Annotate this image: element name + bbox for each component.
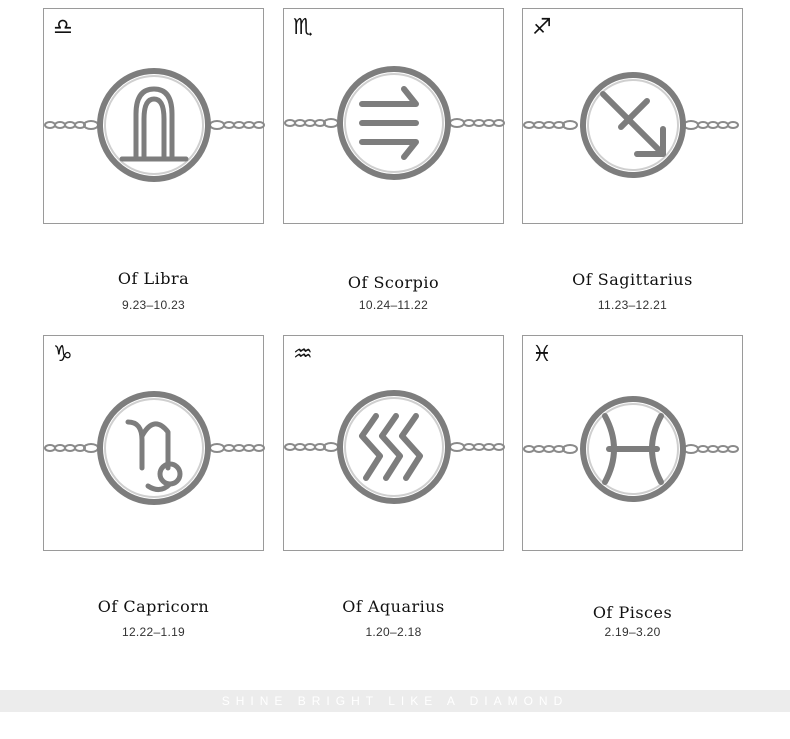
sagittarius-icon: ♐ [532,15,552,40]
bracelet-pendant-image [44,391,265,505]
capricorn-icon: ♑ [53,342,73,367]
product-name: Of Aquarius [342,597,445,616]
product-dates: 12.22–1.19 [121,625,186,639]
product-name: Of Capricorn [97,597,210,616]
footer-slogan: SHINE BRIGHT LIKE A DIAMOND [221,694,569,708]
product-dates: 2.19–3.20 [604,625,661,639]
product-card-capricorn[interactable]: ♑ [43,335,265,551]
product-dates: 1.20–2.18 [365,625,422,639]
product-card-pisces[interactable]: ♓ [522,335,743,551]
product-card-libra[interactable]: ♎ [43,8,265,224]
product-name: Of Sagittarius [572,270,693,289]
aquarius-icon: ♒ [293,342,313,367]
bracelet-pendant-image [523,72,739,178]
libra-icon: ♎ [53,15,73,40]
bracelet-pendant-image [44,68,265,182]
bracelet-pendant-image [284,390,505,504]
product-name: Of Pisces [592,603,673,622]
product-name: Of Scorpio [347,273,440,292]
scorpio-icon: ♏ [293,15,313,40]
product-card-sagittarius[interactable]: ♐ [522,8,743,224]
bracelet-pendant-image [284,66,505,180]
product-dates: 10.24–11.22 [358,298,429,312]
product-name: Of Libra [117,269,190,288]
product-card-scorpio[interactable]: ♏ [283,8,505,224]
product-dates: 11.23–12.21 [597,298,668,312]
product-card-aquarius[interactable]: ♒ [283,335,505,551]
product-dates: 9.23–10.23 [121,298,186,312]
footer-banner: SHINE BRIGHT LIKE A DIAMOND [0,690,790,712]
pisces-icon: ♓ [532,342,552,367]
bracelet-pendant-image [523,396,739,502]
